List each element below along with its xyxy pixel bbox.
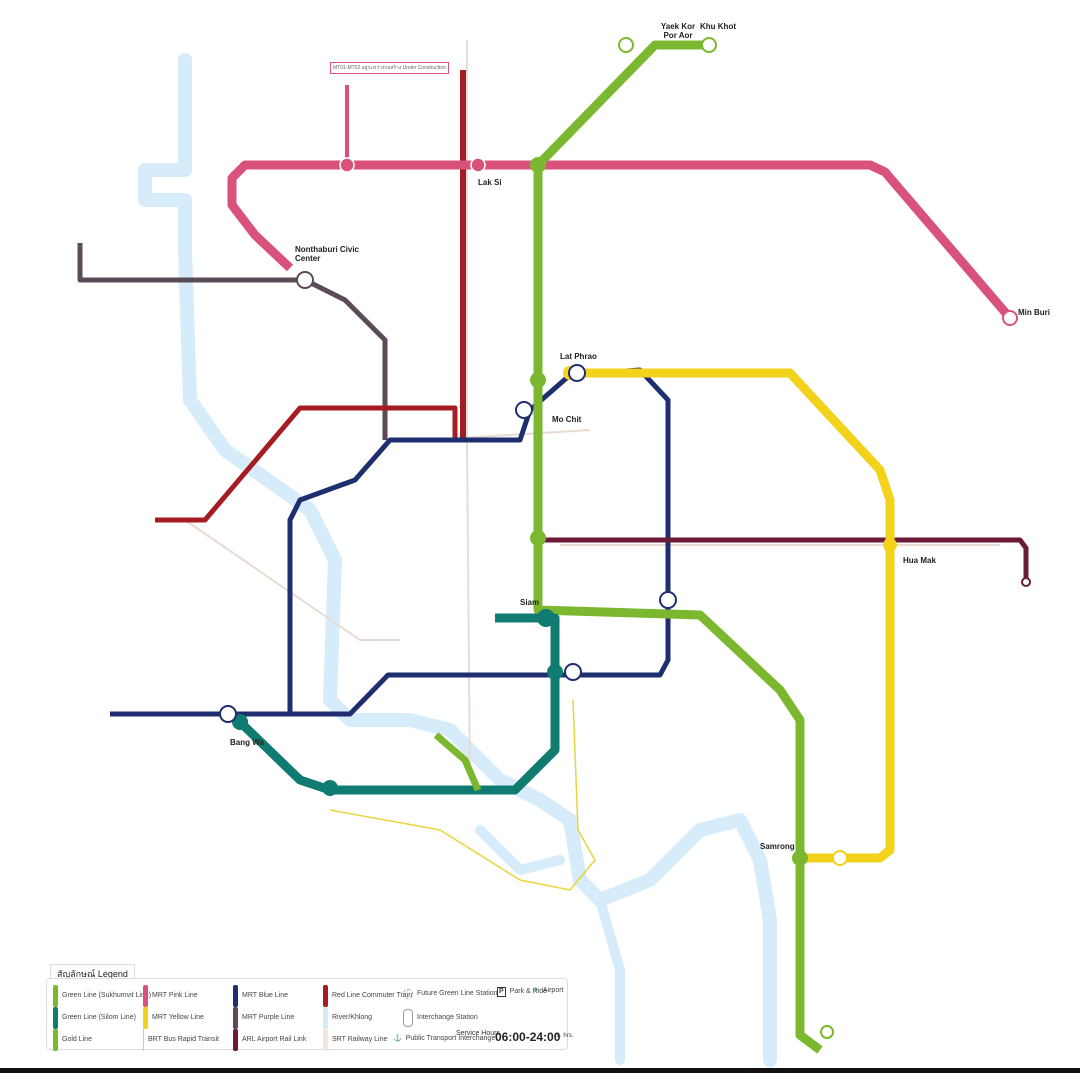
airplane-icon: ✈: [533, 987, 539, 994]
legend-text: River/Khlong: [332, 1014, 373, 1021]
legend-text: ARL Airport Rail Link: [242, 1036, 307, 1043]
service-hours-unit: น. hrs.: [556, 1033, 574, 1039]
legend-item-arl: ARL Airport Rail Link: [233, 1029, 306, 1051]
purple-swatch: [233, 1007, 238, 1029]
legend-item-yellow: MRT Yellow Line: [143, 1007, 204, 1029]
label-under-construction: MT01-MT02 อยู่ระหว่างก่อสร้าง Under Cons…: [330, 62, 449, 74]
legend-item-interchange: Interchange Station: [403, 1009, 478, 1027]
station-markers: [219, 37, 1031, 1039]
legend-text: Park & Ride: [509, 988, 548, 995]
yellow-line: [570, 368, 895, 863]
gold-line: [433, 732, 482, 792]
interchange-icon: [403, 1009, 413, 1027]
brt-line: [329, 699, 596, 891]
green-swatch: [53, 985, 58, 1007]
parking-icon: P: [497, 987, 506, 997]
red-line-west: [155, 405, 458, 523]
pink-line: [227, 160, 1014, 321]
legend-text: MRT Purple Line: [242, 1014, 295, 1021]
legend-item-public-transport: ⚓Public Transport Interchange: [393, 1035, 495, 1043]
legend-item-purple: MRT Purple Line: [233, 1007, 294, 1029]
label-lak-si: Lak Si: [478, 178, 502, 187]
yellow-swatch: [143, 1007, 148, 1029]
legend-text: MRT Pink Line: [152, 992, 198, 999]
arl-swatch: [233, 1029, 238, 1051]
label-yaek-kor-por-aor: Yaek Kor Por Aor: [660, 22, 696, 40]
arl-line: [540, 537, 1029, 580]
legend-text: SRT Railway Line: [332, 1036, 388, 1043]
silom-swatch: [53, 1007, 58, 1029]
future-station-icon: [403, 989, 413, 999]
label-nonthaburi: Nonthaburi Civic Center: [295, 245, 360, 263]
legend-item-red: Red Line Commuter Train: [323, 985, 412, 1007]
label-lat-phrao: Lat Phrao: [560, 352, 597, 361]
legend-item-river: River/Khlong: [323, 1007, 372, 1029]
label-mo-chit: Mo Chit: [552, 415, 582, 424]
gold-swatch: [53, 1029, 58, 1051]
legend-text: Red Line Commuter Train: [332, 992, 413, 999]
service-hours-label: Service Hours: [456, 1030, 500, 1037]
bottom-border: [0, 1068, 1080, 1073]
legend-item-green-sukhumvit: Green Line (Sukhumvit Line): [53, 985, 151, 1007]
label-hua-mak: Hua Mak: [903, 556, 936, 565]
legend-text: Interchange Station: [417, 1014, 478, 1021]
legend-item-gold: Gold Line: [53, 1029, 92, 1051]
legend-item-airport: ✈Airport: [533, 987, 564, 995]
legend-text: MRT Blue Line: [242, 992, 289, 999]
legend-item-srt: SRT Railway Line: [323, 1029, 387, 1051]
river-swatch: [323, 1007, 328, 1029]
legend: Green Line (Sukhumvit Line) Green Line (…: [46, 978, 568, 1051]
legend-item-blue: MRT Blue Line: [233, 985, 288, 1007]
red-swatch: [323, 985, 328, 1007]
legend-text: Future Green Line Station: [417, 990, 498, 997]
rivers: [138, 53, 777, 1067]
legend-text: Public Transport Interchange: [405, 1035, 496, 1042]
blue-swatch: [233, 985, 238, 1007]
label-siam: Siam: [520, 598, 540, 607]
legend-text: MRT Yellow Line: [152, 1014, 204, 1021]
legend-text: Gold Line: [62, 1036, 92, 1043]
pink-swatch: [143, 985, 148, 1007]
legend-text: BRT Bus Rapid Transit: [148, 1036, 219, 1043]
legend-text: Airport: [542, 987, 564, 994]
sukhumvit-line: [533, 40, 823, 1054]
legend-item-future-station: Future Green Line Station: [403, 989, 498, 999]
purple-line: [77, 243, 388, 440]
label-khu-khot: Khu Khot: [700, 22, 736, 31]
label-min-buri: Min Buri: [1018, 308, 1050, 317]
legend-item-pink: MRT Pink Line: [143, 985, 198, 1007]
label-bang-wa: Bang Wa: [230, 738, 264, 747]
service-hours-value: 06:00-24:00: [495, 1030, 561, 1044]
legend-text: Green Line (Silom Line): [62, 1014, 136, 1021]
brt-swatch: [143, 1029, 144, 1051]
legend-item-brt: BRT Bus Rapid Transit: [143, 1029, 219, 1051]
boat-icon: ⚓: [393, 1035, 402, 1042]
silom-line: [236, 613, 560, 795]
label-samrong: Samrong: [760, 842, 795, 851]
legend-text: Green Line (Sukhumvit Line): [62, 992, 152, 999]
srt-swatch: [323, 1029, 328, 1051]
legend-item-green-silom: Green Line (Silom Line): [53, 1007, 136, 1029]
